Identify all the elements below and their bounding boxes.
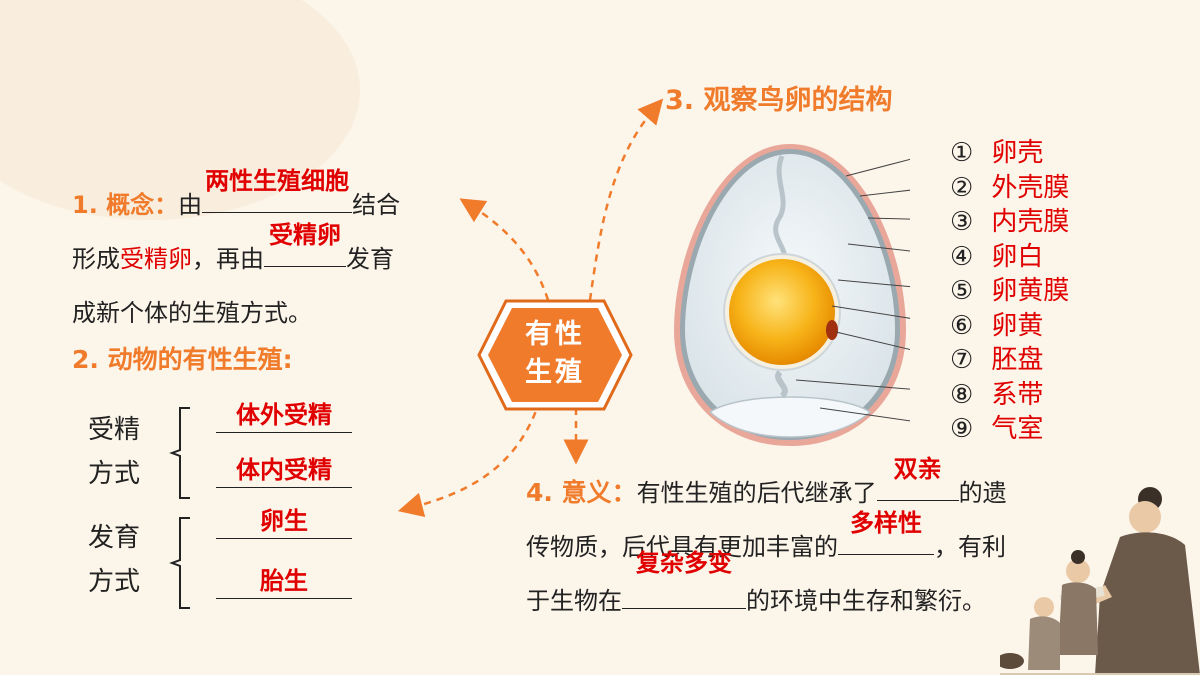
significance-blank-c: 复杂多变: [622, 548, 746, 609]
development-label-line1: 发育: [88, 523, 141, 553]
structure-heading: 3. 观察鸟卵的结构: [665, 85, 893, 116]
concept-heading: 1. 概念：: [72, 191, 179, 219]
concept-text-d: ，再由: [192, 245, 264, 273]
development-blank-1: 卵生: [216, 506, 352, 539]
concept-text-f: 成新个体的生殖方式。: [72, 299, 312, 327]
significance-answer-c: 复杂多变: [636, 548, 732, 577]
hexagon-shape: [477, 299, 633, 411]
fertilization-label-line2: 方式: [88, 459, 141, 489]
scholars-illustration: [1000, 487, 1200, 675]
development-label: 发育 方式: [88, 516, 140, 604]
fertilization-blank-1: 体外受精: [216, 400, 352, 433]
concept-answer-b: 受精卵: [269, 220, 341, 249]
fertilization-answer-2: 体内受精: [236, 455, 332, 484]
badge-line2: 生殖: [525, 357, 585, 388]
fertilization-answer-1: 体外受精: [236, 400, 332, 429]
concept-text-b: 结合: [352, 191, 401, 219]
concept-inline-answer: 受精卵: [120, 245, 192, 273]
concept-answer-a: 两性生殖细胞: [205, 166, 350, 195]
egg-diagram: [674, 144, 910, 446]
significance-text-b: 的遗: [958, 479, 1007, 507]
arrow-to-animal: [397, 399, 542, 517]
fertilization-label: 受精 方式: [88, 408, 140, 496]
arrow-to-concept: [459, 198, 550, 301]
concept-text-e: 发育: [346, 245, 394, 273]
significance-text-f: 的环境中生存和繁衍。: [746, 587, 986, 615]
significance-blank-b: 多样性: [838, 508, 934, 555]
fertilization-label-line1: 受精: [88, 415, 141, 445]
significance-text-a: 有性生殖的后代继承了: [636, 479, 877, 507]
center-badge: 有性 生殖: [476, 298, 634, 412]
section-significance: 4. 意义：有性生殖的后代继承了双亲的遗 传物质，后代具有更加丰富的多样性 ，有利…: [526, 454, 1166, 628]
significance-text-c: 传物质，后代具有更加丰富的: [526, 533, 838, 561]
development-blank-2: 胎生: [216, 566, 352, 599]
development-answer-2: 胎生: [260, 566, 308, 595]
concept-blank-b: 受精卵: [264, 220, 346, 267]
badge-line1: 有性: [525, 319, 585, 350]
significance-heading: 4. 意义：: [526, 478, 637, 507]
significance-answer-a: 双亲: [893, 454, 942, 483]
significance-blank-a: 双亲: [876, 454, 959, 501]
development-answer-1: 卵生: [260, 506, 308, 535]
animal-heading: 2. 动物的有性生殖:: [72, 345, 293, 374]
brace-fertilization: [169, 407, 190, 499]
concept-text-a: 由: [178, 191, 203, 219]
concept-blank-a: 两性生殖细胞: [202, 166, 353, 213]
brace-development: [169, 517, 190, 609]
arrow-to-structure: [588, 98, 664, 301]
significance-text-e: 于生物在: [526, 587, 622, 615]
development-label-line2: 方式: [88, 567, 141, 597]
concept-text-c: 形成: [72, 245, 120, 273]
significance-answer-b: 多样性: [850, 508, 922, 537]
fertilization-blank-2: 体内受精: [216, 455, 352, 488]
section-concept: 1. 概念：由两性生殖细胞结合 形成受精卵，再由受精卵发育 成新个体的生殖方式。: [72, 166, 492, 340]
significance-text-d: ，有利: [934, 533, 1006, 561]
